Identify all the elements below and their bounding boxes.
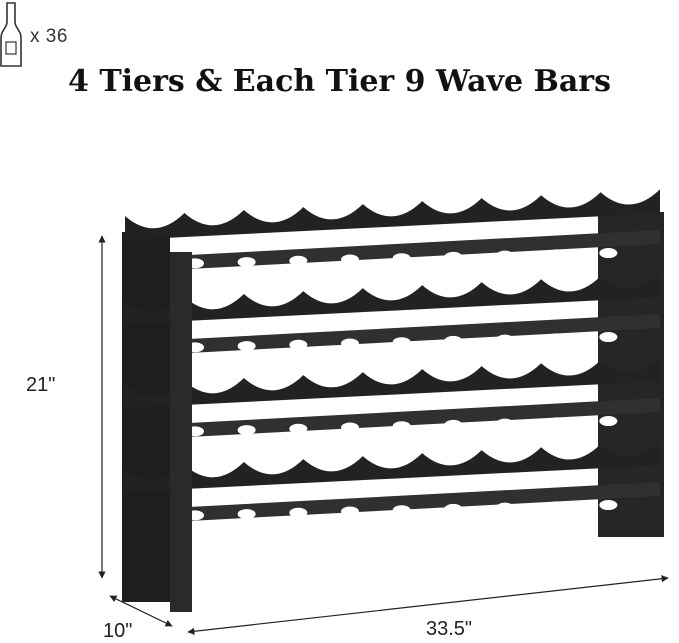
rack-back-left-post	[122, 232, 170, 602]
rack-bottle-slot	[392, 337, 411, 348]
rack-bottle-slot	[496, 502, 514, 513]
rack-bottle-slot	[341, 338, 359, 349]
rack-bottle-slot	[392, 421, 411, 432]
rack-bottle-slot	[237, 425, 256, 436]
rack-bottle-slot	[444, 419, 463, 430]
rack-bottle-slot	[496, 250, 514, 261]
rack-back-wave-bar	[125, 441, 660, 492]
rack-back-wave-bar	[125, 273, 660, 324]
rack-bottle-slot	[599, 416, 618, 427]
rack-bottle-slot	[392, 253, 411, 264]
bottle-count-badge: x 36	[0, 0, 90, 70]
rack-bottle-slot	[237, 257, 256, 268]
rack-bottle-slot	[599, 248, 618, 259]
page-title: 4 Tiers & Each Tier 9 Wave Bars	[68, 64, 611, 99]
rack-bottle-slot	[547, 501, 566, 512]
rack-bottle-slot	[341, 254, 359, 265]
rack-bottle-slot	[599, 500, 618, 511]
height-dimension-label: 21"	[26, 374, 56, 396]
rack-bottle-slot	[289, 255, 308, 266]
rack-front-left-post	[170, 252, 192, 612]
width-dimension-line	[187, 575, 669, 635]
rack-bottle-slot	[444, 503, 463, 514]
rack-back-wave-bar	[125, 357, 660, 408]
rack-bottle-slot	[289, 507, 308, 518]
rack-bottle-slot	[599, 332, 618, 343]
rack-bottle-slot	[496, 418, 514, 429]
rack-bottle-slot	[547, 333, 566, 344]
rack-bottle-slot	[444, 335, 463, 346]
rack-bottle-slot	[237, 341, 256, 352]
rack-bottle-slot	[392, 505, 411, 516]
width-dimension-label: 33.5"	[426, 618, 473, 640]
rack-shelves	[125, 189, 660, 522]
rack-bottle-slot	[547, 417, 566, 428]
rack-bottle-slot	[341, 506, 359, 517]
rack-bottle-slot	[547, 249, 566, 260]
wine-bottle-icon	[0, 2, 22, 67]
rack-bottle-slot	[289, 423, 308, 434]
bottle-count-label: x 36	[30, 26, 68, 47]
rack-bottle-slot	[289, 339, 308, 350]
depth-dimension-line	[109, 595, 173, 627]
rack-bottle-slot	[237, 509, 256, 520]
rack-bottle-slot	[341, 422, 359, 433]
rack-back-wave-bar	[125, 189, 660, 240]
depth-dimension-label: 10"	[103, 620, 133, 642]
rack-bottle-slot	[496, 334, 514, 345]
rack-bottle-slot	[444, 251, 463, 262]
